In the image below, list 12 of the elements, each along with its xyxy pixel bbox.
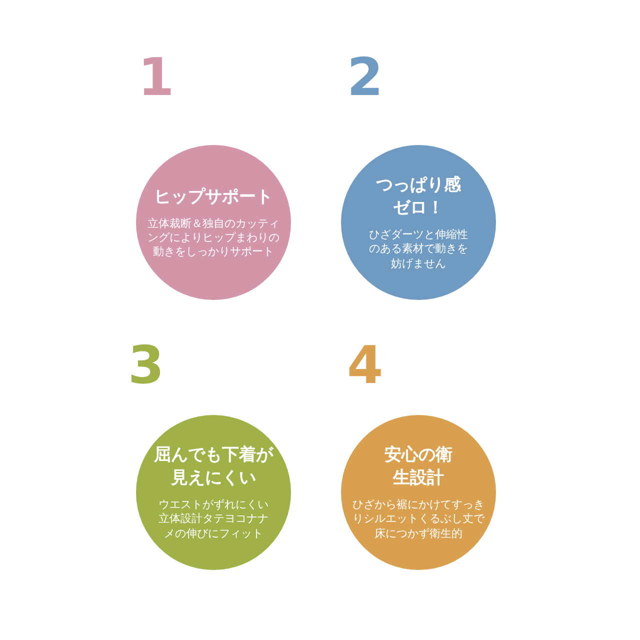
feature-title: つっぱり感ゼロ！ xyxy=(374,174,462,220)
feature-title: ヒップサポート xyxy=(153,186,274,209)
feature-description: ひざダーツと伸縮性のある素材で動きを妨げません xyxy=(368,228,469,271)
step-number: 2 xyxy=(347,52,384,104)
step-number: 3 xyxy=(128,340,164,392)
step-number: 4 xyxy=(347,340,384,392)
feature-title: 屈んでも下着が見えにくい xyxy=(152,444,274,490)
feature-description: ウエストがずれにくい立体設計タテヨコナナメの伸びにフィット xyxy=(158,498,270,541)
feature-description: 立体裁断＆独自のカッティングによりヒップまわりの動きをしっかりサポート xyxy=(146,216,280,260)
feature-title: 安心の衛生設計 xyxy=(384,444,454,490)
step-number: 1 xyxy=(138,52,174,104)
feature-description: ひざから裾にかけてすっきりシルエットくるぶし丈で床につかず衛生的 xyxy=(352,498,486,541)
